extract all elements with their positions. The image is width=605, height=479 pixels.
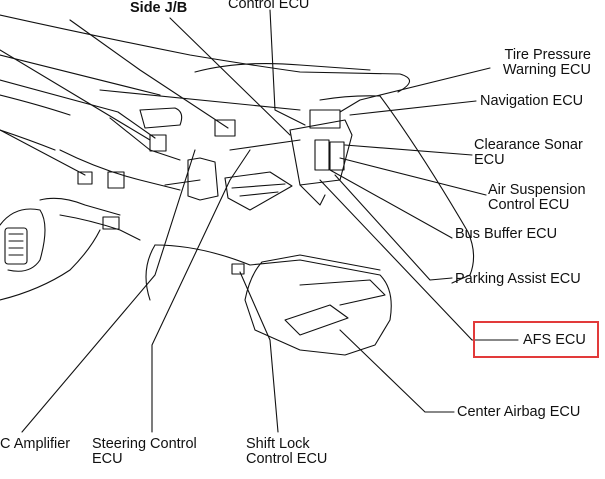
label-bus-buffer-ecu: Bus Buffer ECU [455, 226, 558, 242]
left-vent-cluster [0, 197, 141, 301]
label-navigation-ecu: Navigation ECU [480, 93, 584, 109]
label-shift-lock-line1: Shift Lock [246, 436, 310, 452]
leader-lines [0, 9, 519, 433]
label-air-suspension-line2: Control ECU [488, 197, 570, 213]
label-parking-assist-ecu: Parking Assist ECU [455, 271, 581, 287]
label-shift-lock-line2: Control ECU [246, 451, 328, 467]
center-ecu-cluster [164, 109, 353, 211]
label-tire-pressure-line2: Warning ECU [502, 62, 591, 78]
label-steering-control-line2: ECU [92, 451, 123, 467]
left-small-modules [77, 107, 236, 230]
label-side-jb: Side J/B [130, 0, 188, 16]
label-center-airbag-ecu: Center Airbag ECU [457, 404, 581, 420]
label-ac-amplifier: C Amplifier [0, 436, 71, 452]
dashboard-outline [0, 14, 475, 284]
label-air-suspension-line1: Air Suspension [488, 182, 586, 198]
afs-ecu-highlight-box [473, 321, 599, 358]
label-clearance-sonar-line1: Clearance Sonar [474, 137, 583, 153]
label-steering-control-line1: Steering Control [92, 436, 197, 452]
label-clearance-sonar-line2: ECU [474, 152, 505, 168]
label-afs-ecu: AFS ECU [523, 332, 586, 348]
label-control-ecu: Control ECU [228, 0, 310, 12]
label-tire-pressure-line1: Tire Pressure [504, 47, 591, 63]
center-console [145, 244, 392, 356]
